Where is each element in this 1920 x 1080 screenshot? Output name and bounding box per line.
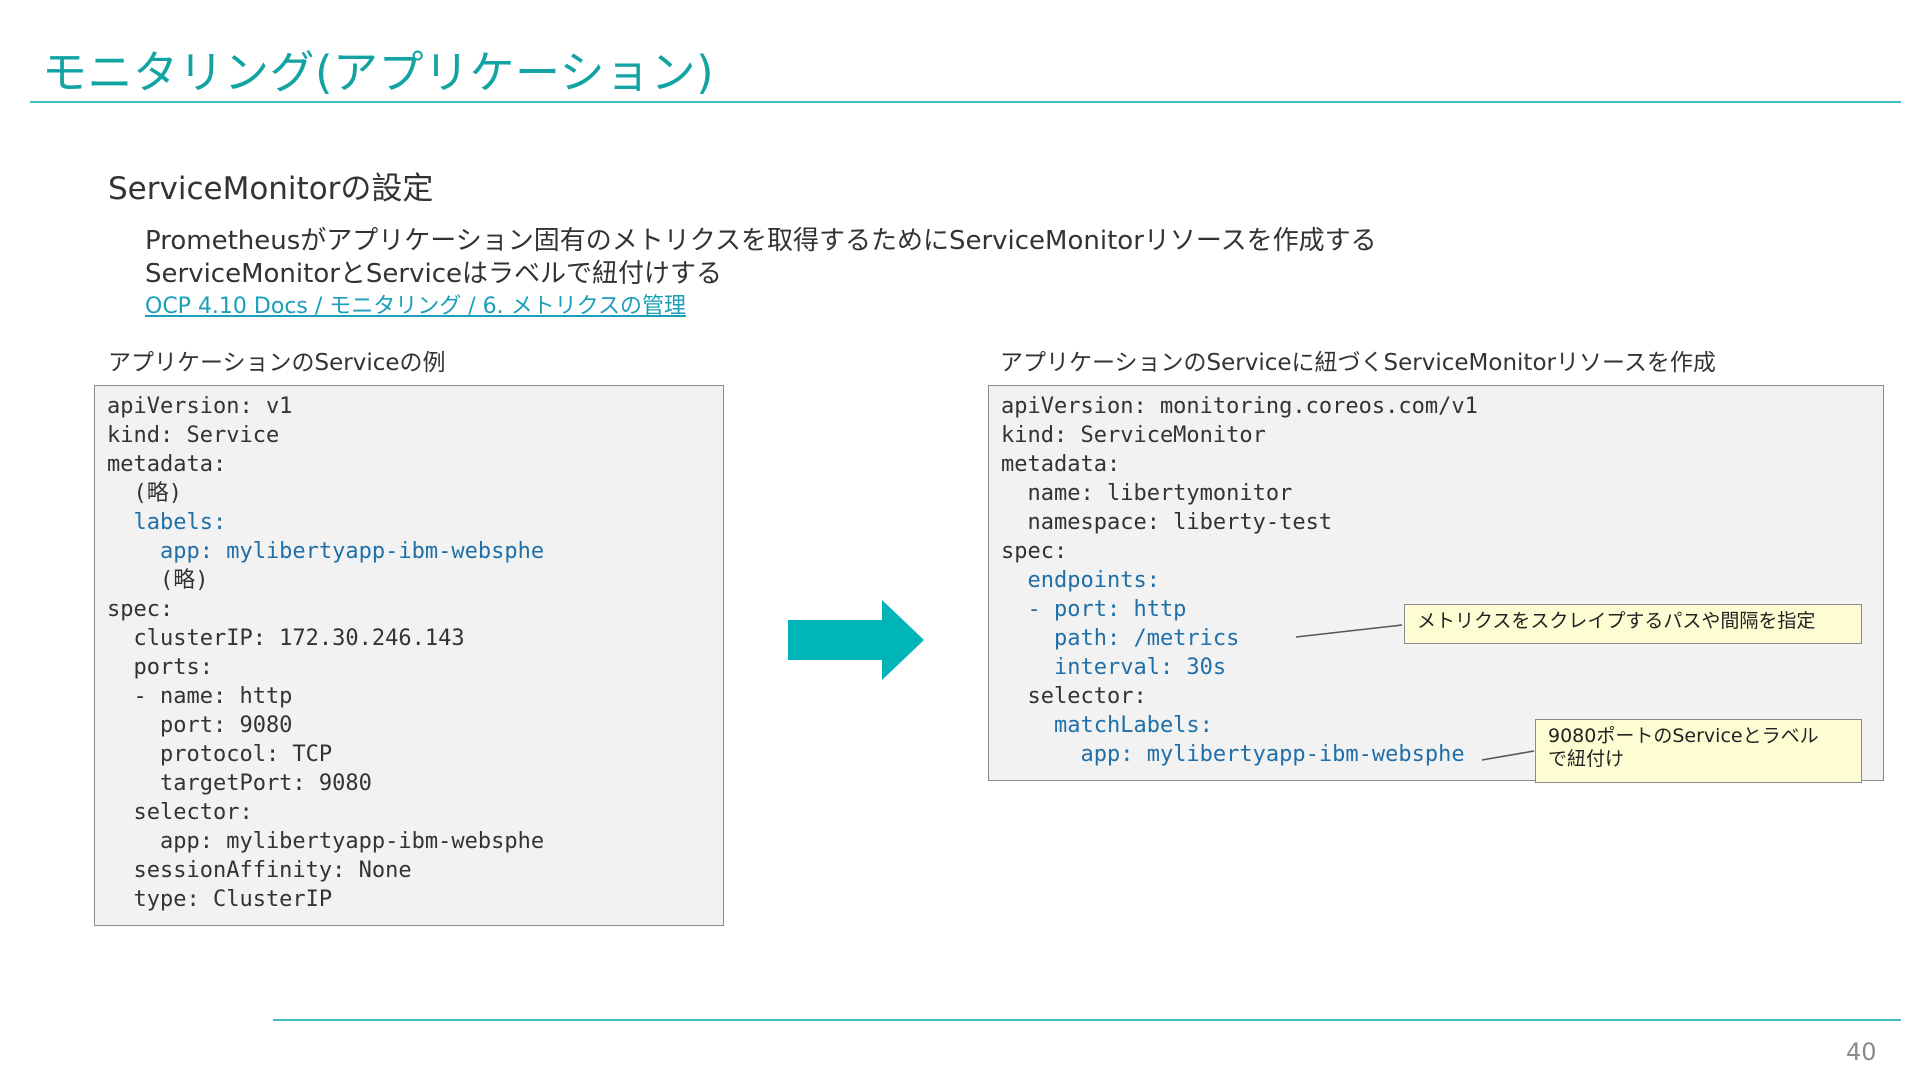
code-line: spec: (1001, 539, 1068, 564)
code-line: sessionAffinity: None (107, 858, 412, 883)
label-link-callout: 9080ポートのServiceとラベル で紐付け (1535, 719, 1862, 783)
code-line: ports: (107, 655, 213, 680)
code-line: interval: 30s (1001, 655, 1227, 680)
callout-text-line-2: で紐付け (1548, 748, 1625, 770)
page-number: 40 (1846, 1038, 1877, 1066)
code-line: name: libertymonitor (1001, 481, 1293, 506)
code-line: labels: (107, 510, 227, 535)
code-line: (略) (107, 568, 209, 593)
code-line: spec: (107, 597, 174, 622)
code-line: app: mylibertyapp-ibm-websphe (1001, 742, 1465, 767)
right-code-caption: アプリケーションのServiceに紐づくServiceMonitorリソースを作… (1000, 350, 1716, 376)
footer-divider (273, 1019, 1901, 1021)
code-line: kind: ServiceMonitor (1001, 423, 1266, 448)
docs-link[interactable]: OCP 4.10 Docs / モニタリング / 6. メトリクスの管理 (145, 294, 686, 319)
code-line: - port: http (1001, 597, 1187, 622)
code-line: metadata: (1001, 452, 1121, 477)
code-line: apiVersion: monitoring.coreos.com/v1 (1001, 394, 1478, 419)
code-line: apiVersion: v1 (107, 394, 293, 419)
callout-text-line-1: 9080ポートのServiceとラベル (1548, 725, 1819, 747)
code-line: metadata: (107, 452, 227, 477)
section-heading: ServiceMonitorの設定 (108, 171, 434, 207)
code-line: (略) (107, 481, 182, 506)
code-line: app: mylibertyapp-ibm-websphe (107, 539, 545, 564)
code-line: clusterIP: 172.30.246.143 (107, 626, 465, 651)
right-arrow-icon (788, 600, 924, 680)
code-line: path: /metrics (1001, 626, 1240, 651)
code-line: selector: (107, 800, 253, 825)
description-line-2: ServiceMonitorとServiceはラベルで紐付けする (145, 259, 723, 289)
metrics-path-callout: メトリクスをスクレイプするパスや間隔を指定 (1404, 604, 1862, 644)
code-line: matchLabels: (1001, 713, 1213, 738)
servicemonitor-yaml-code-block: apiVersion: monitoring.coreos.com/v1 kin… (988, 385, 1884, 781)
code-line: targetPort: 9080 (107, 771, 372, 796)
code-line: type: ClusterIP (107, 887, 333, 912)
code-line: selector: (1001, 684, 1147, 709)
service-yaml-code-block: apiVersion: v1 kind: Service metadata: (… (94, 385, 724, 926)
title-divider (30, 101, 1901, 103)
description-line-1: Prometheusがアプリケーション固有のメトリクスを取得するためにServi… (145, 226, 1377, 256)
code-line: port: 9080 (107, 713, 293, 738)
code-line: namespace: liberty-test (1001, 510, 1333, 535)
code-line: protocol: TCP (107, 742, 333, 767)
code-line: kind: Service (107, 423, 280, 448)
left-code-caption: アプリケーションのServiceの例 (108, 350, 446, 376)
code-line: endpoints: (1001, 568, 1160, 593)
callout-text: メトリクスをスクレイプするパスや間隔を指定 (1417, 610, 1816, 632)
code-line: app: mylibertyapp-ibm-websphe (107, 829, 545, 854)
code-line: - name: http (107, 684, 293, 709)
slide-title: モニタリング(アプリケーション) (42, 46, 715, 99)
